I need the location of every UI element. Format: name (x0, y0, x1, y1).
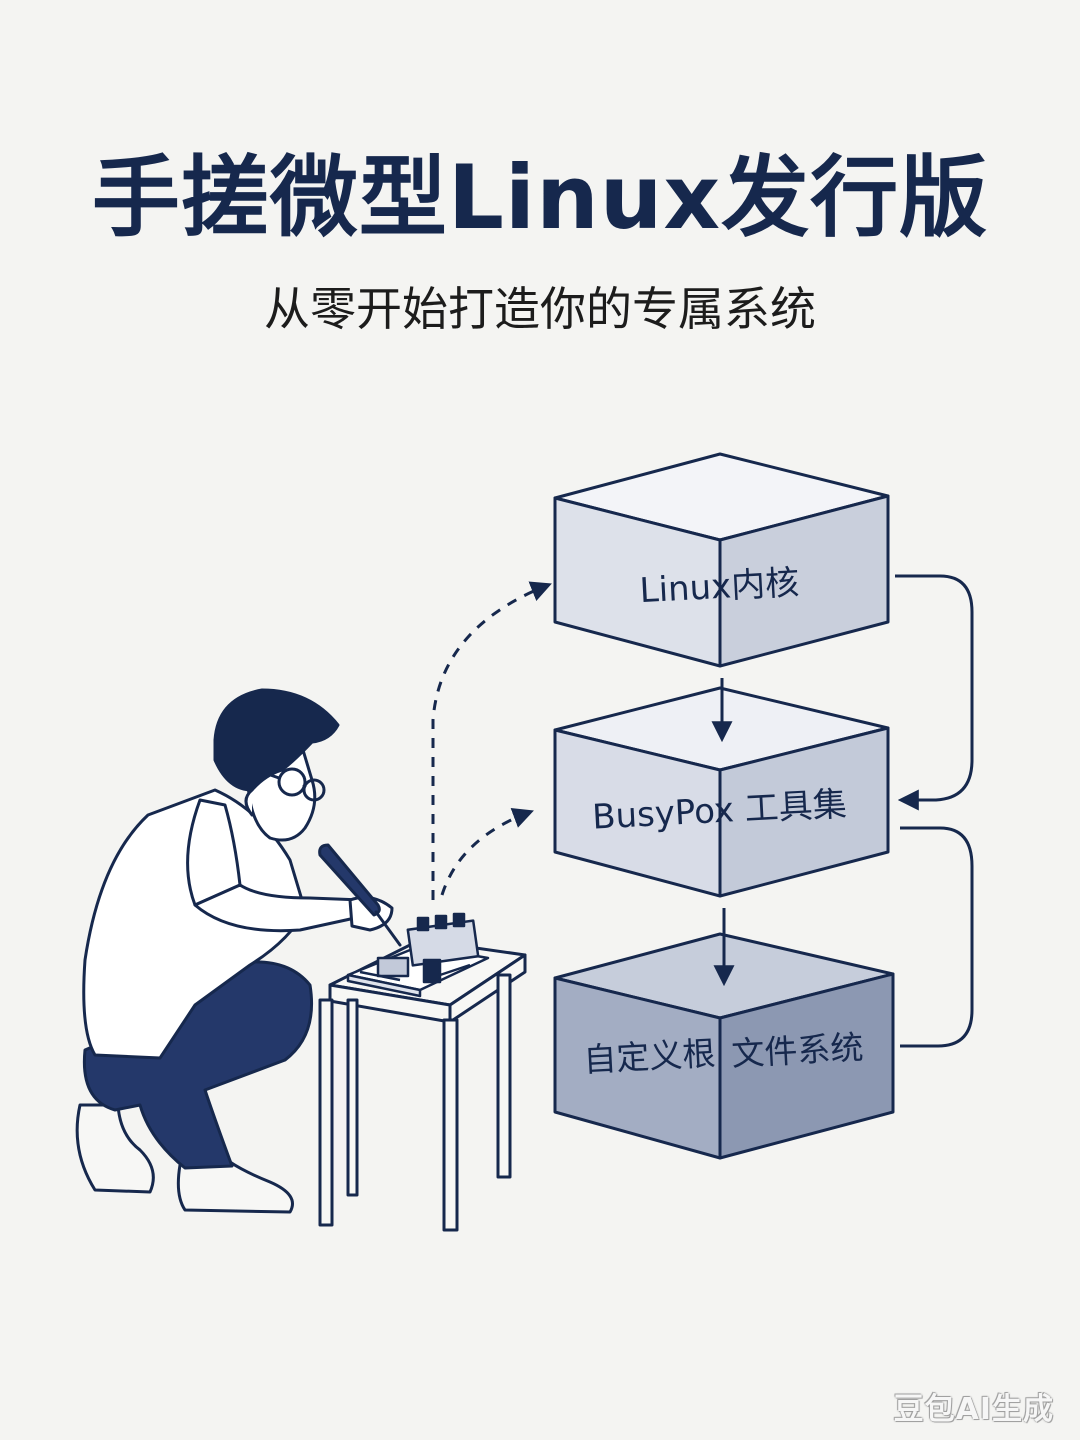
page-subtitle: 从零开始打造你的专属系统 (264, 282, 816, 336)
circuit-board (346, 912, 490, 998)
page-title: 手搓微型Linux发行版 (91, 146, 989, 249)
down-arrows (711, 678, 735, 987)
connector-kernel-to-tools (895, 574, 974, 811)
cube-root-filesystem (553, 932, 895, 1160)
dashed-arrow-to-kernel (431, 581, 552, 900)
dashed-arrows (431, 581, 552, 900)
back-shoe (75, 1103, 155, 1194)
layer-label-filesystem: 文件系统 (730, 1028, 864, 1074)
pants (82, 960, 314, 1170)
right-connectors (895, 574, 974, 1048)
layer-label-kernel: Linux内核 (639, 563, 800, 611)
connector-tools-to-rootfs (900, 826, 974, 1048)
front-shoe (176, 1160, 294, 1214)
layer-label-root: 自定义根 (582, 1034, 716, 1080)
dashed-arrow-to-tools (440, 808, 534, 896)
person-illustration (75, 688, 402, 1214)
watermark: 豆包AI生成 (893, 1392, 1054, 1427)
cube-linux-kernel (553, 452, 890, 668)
